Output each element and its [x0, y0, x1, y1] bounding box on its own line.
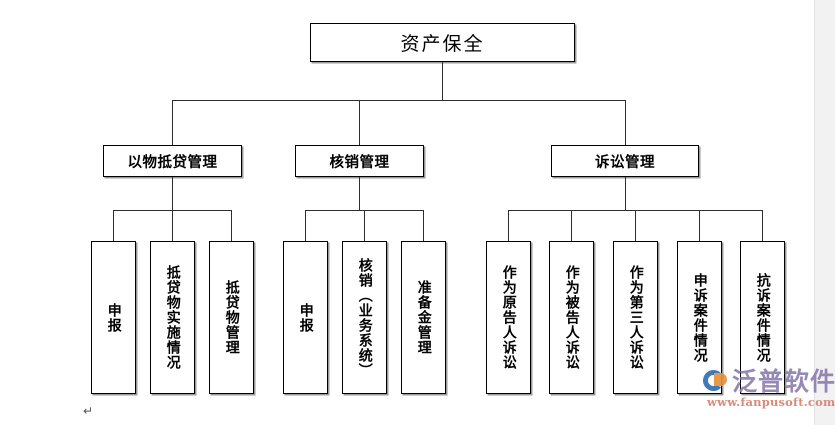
node-leaf-2-4[interactable]: 抗诉案件情况	[740, 241, 785, 394]
connector-branch-1-drop-1	[364, 210, 365, 241]
connector-branch-2-drop-4	[762, 210, 763, 241]
page-right-margin-strip	[814, 0, 835, 425]
node-leaf-0-1-label: 抵贷物实施情况	[164, 265, 181, 370]
node-root[interactable]: 资产保全	[310, 23, 575, 62]
node-leaf-1-0-label: 申报	[297, 302, 314, 333]
node-leaf-1-2[interactable]: 准备金管理	[401, 241, 446, 394]
node-leaf-0-2[interactable]: 抵贷物管理	[209, 241, 254, 394]
node-leaf-0-1[interactable]: 抵贷物实施情况	[150, 241, 195, 394]
connector-branch-2-drop-2	[635, 210, 636, 241]
connector-branch-0-drop-2	[231, 210, 232, 241]
connector-drop-branch-2	[625, 100, 626, 145]
connector-drop-branch-0	[172, 100, 173, 145]
node-branch-1-label: 核销管理	[329, 154, 390, 171]
connector-root-stem	[442, 62, 443, 100]
node-leaf-2-1[interactable]: 作为被告人诉讼	[549, 241, 594, 394]
node-leaf-2-3[interactable]: 申诉案件情况	[677, 241, 722, 394]
node-leaf-1-0[interactable]: 申报	[283, 241, 328, 394]
org-chart-canvas: 资产保全 以物抵贷管理 核销管理 诉讼管理 申报 抵贷物实施情况	[91, 23, 785, 394]
connector-branch-0-drop-1	[172, 210, 173, 241]
node-leaf-0-0-label: 申报	[105, 302, 122, 333]
node-leaf-2-0-label: 作为原告人诉讼	[500, 265, 517, 370]
connector-branch-2-drop-3	[699, 210, 700, 241]
node-leaf-0-0[interactable]: 申报	[91, 241, 136, 394]
node-leaf-0-2-label: 抵贷物管理	[223, 280, 240, 355]
node-branch-2-label: 诉讼管理	[595, 154, 655, 171]
node-leaf-1-2-label: 准备金管理	[415, 280, 432, 355]
node-leaf-2-1-label: 作为被告人诉讼	[563, 265, 580, 370]
node-leaf-2-4-label: 抗诉案件情况	[754, 272, 771, 363]
node-leaf-1-1-label: 核销（业务系统）	[356, 257, 373, 378]
node-branch-1[interactable]: 核销管理	[295, 145, 424, 177]
paragraph-mark-icon: ↵	[83, 404, 94, 418]
connector-branch-0-stem	[172, 177, 173, 210]
node-branch-0-label: 以物抵贷管理	[127, 154, 218, 171]
connector-drop-branch-1	[359, 100, 360, 145]
node-leaf-2-0[interactable]: 作为原告人诉讼	[486, 241, 531, 394]
node-root-label: 资产保全	[400, 33, 485, 55]
connector-branch-1-drop-2	[423, 210, 424, 241]
node-branch-2[interactable]: 诉讼管理	[551, 145, 699, 177]
connector-branch-0-drop-0	[113, 210, 114, 241]
node-leaf-2-3-label: 申诉案件情况	[691, 272, 708, 363]
connector-branch-2-stem	[625, 177, 626, 210]
connector-branch-2-drop-0	[508, 210, 509, 241]
node-leaf-2-2-label: 作为第三人诉讼	[627, 265, 644, 370]
connector-branch-1-drop-0	[305, 210, 306, 241]
connector-branch-1-stem	[359, 177, 360, 210]
node-leaf-2-2[interactable]: 作为第三人诉讼	[613, 241, 658, 394]
connector-branch-2-drop-1	[571, 210, 572, 241]
node-branch-0[interactable]: 以物抵贷管理	[103, 145, 242, 177]
connector-level2-bus	[172, 100, 626, 101]
node-leaf-1-1[interactable]: 核销（业务系统）	[342, 241, 387, 394]
